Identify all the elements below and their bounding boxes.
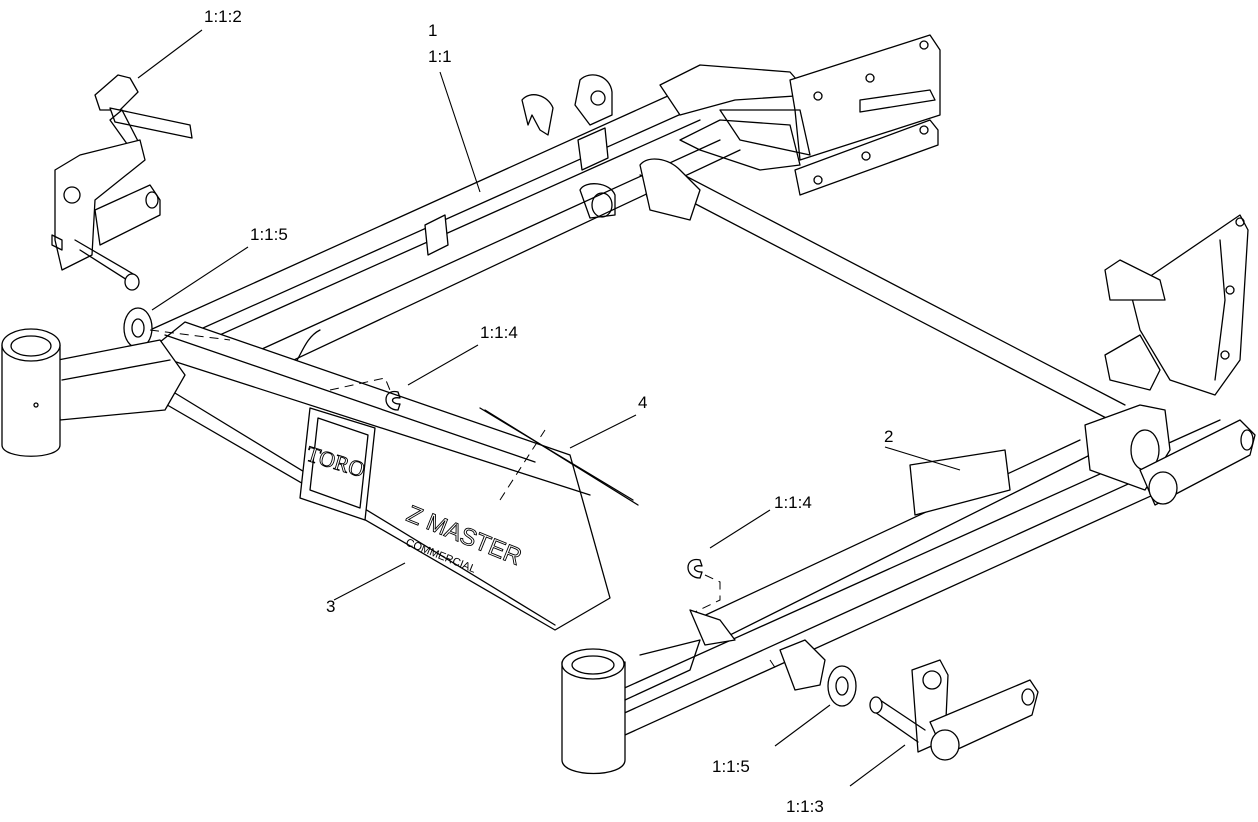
leader-lines <box>137 29 961 787</box>
caster-tube-right <box>561 639 701 775</box>
callout-1-1-3: 1:1:3 <box>786 797 824 816</box>
rear-hitch-tower-right <box>1104 214 1249 396</box>
callout-part-2: 2 <box>884 427 893 446</box>
alignment-lines <box>149 329 779 673</box>
upper-pivot-arm <box>51 74 193 291</box>
e-clip-upper <box>385 390 401 411</box>
callout-1-1-5-upper: 1:1:5 <box>250 225 288 244</box>
strip-part-4 <box>479 407 639 506</box>
callout-part-4: 4 <box>638 393 647 412</box>
caster-tube-left <box>1 328 186 457</box>
lower-pivot-arm <box>779 639 1039 761</box>
callout-1-1-2: 1:1:2 <box>204 7 242 26</box>
e-clip-lower <box>687 558 703 579</box>
callout-1-1: 1:1 <box>428 47 452 66</box>
rear-hitch-plates <box>679 34 941 196</box>
callout-labels: 1 1:1 1:1:2 1:1:5 1:1:4 4 2 1:1:4 3 1:1:… <box>204 7 893 816</box>
callout-1-1-4-upper: 1:1:4 <box>480 323 518 342</box>
left-side-rail <box>149 94 741 391</box>
callout-part-3: 3 <box>326 597 335 616</box>
rear-cross-tube <box>639 159 1126 421</box>
callout-1-1-4-lower: 1:1:4 <box>774 493 812 512</box>
washer-upper <box>123 307 153 349</box>
washer-lower <box>827 665 857 707</box>
lower-pivot-right <box>1084 404 1256 506</box>
callout-1-1-5-lower: 1:1:5 <box>712 757 750 776</box>
rear-bracket-left <box>521 64 811 221</box>
front-cross-member <box>147 321 611 631</box>
callout-part-1: 1 <box>428 21 437 40</box>
